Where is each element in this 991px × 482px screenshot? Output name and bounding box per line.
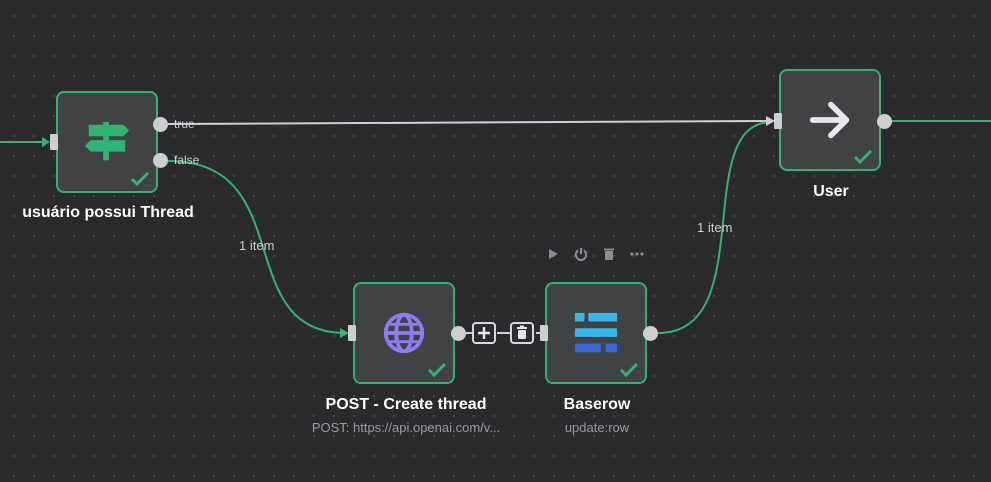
if-true-port[interactable] [153,117,168,132]
http-node-subtitle: POST: https://api.openai.com/v... [311,420,501,435]
if-node[interactable] [56,91,158,193]
edge-label-baserow-user: 1 item [697,220,733,235]
baserow-node-subtitle: update:row [564,420,630,435]
user-output-port[interactable] [877,114,892,129]
baserow-input-port[interactable] [540,325,548,341]
more-icon[interactable] [629,246,645,262]
plus-icon [478,327,490,339]
http-input-port[interactable] [348,325,356,341]
if-input-port[interactable] [50,134,58,150]
success-check-icon [853,149,873,165]
edge-baserow-to-user [657,121,773,334]
user-node-title: User [813,183,849,200]
baserow-node-title: Baserow [563,396,631,413]
http-output-port[interactable] [451,326,466,341]
if-true-label: true [174,117,195,131]
success-check-icon [130,171,150,187]
edge-if-false-to-http [167,160,347,334]
baserow-output-port[interactable] [643,326,658,341]
arrowhead-if [42,137,50,147]
edge-if-true-to-user [167,120,773,125]
edge-label-false-http: 1 item [239,238,275,253]
play-icon[interactable] [545,246,561,262]
http-request-node[interactable] [353,282,455,384]
user-input-port[interactable] [774,113,782,129]
user-node[interactable] [779,69,881,171]
add-node-button[interactable] [472,322,496,344]
baserow-icon [574,312,618,353]
http-node-title: POST - Create thread [325,396,487,413]
trash-icon[interactable] [601,246,617,262]
success-check-icon [619,362,639,378]
delete-connection-button[interactable] [510,322,534,344]
if-node-title: usuário possui Thread [22,204,194,221]
signpost-icon [84,121,130,161]
globe-icon [383,312,425,354]
baserow-node[interactable] [545,282,647,384]
arrow-right-icon [809,101,850,139]
success-check-icon [427,362,447,378]
power-icon[interactable] [573,246,589,262]
arrowhead-http [340,328,349,338]
arrowhead-user [766,116,775,126]
if-false-label: false [174,153,200,167]
if-false-port[interactable] [153,153,168,168]
trash-icon [517,325,527,339]
